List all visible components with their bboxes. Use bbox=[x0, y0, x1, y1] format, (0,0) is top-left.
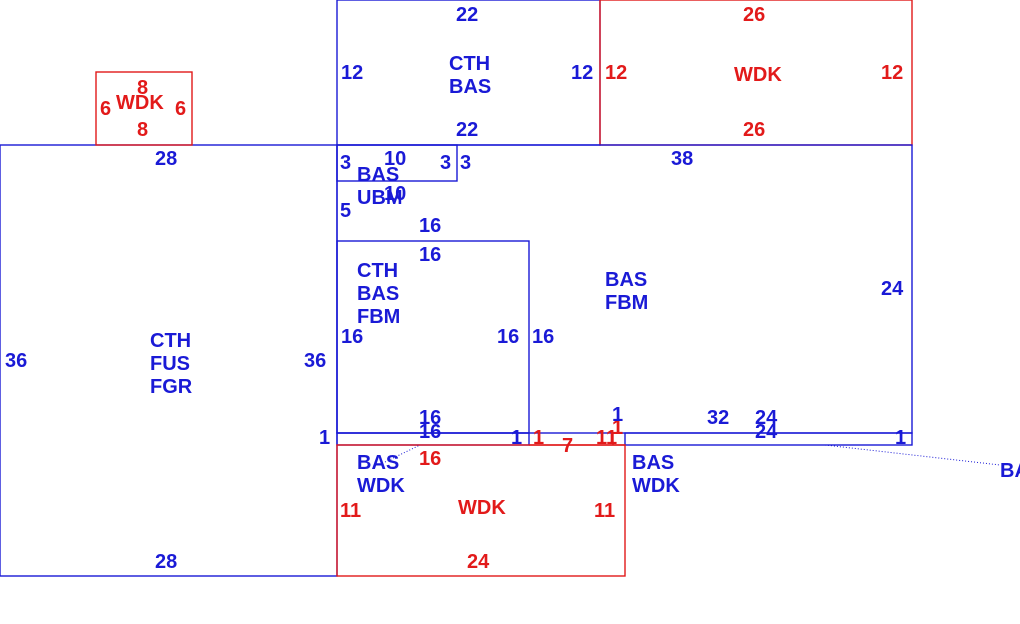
area-code-cth: CTH bbox=[449, 53, 490, 75]
dimension-label: 22 bbox=[456, 4, 478, 26]
dimension-label: 1 bbox=[612, 417, 623, 439]
offpage-leader bbox=[824, 444, 1001, 466]
dimension-label: 28 bbox=[155, 148, 177, 170]
dimension-label: 3 bbox=[440, 152, 451, 174]
dimension-label: 11 bbox=[340, 500, 361, 522]
area-code-bas: BAS bbox=[357, 452, 399, 474]
dimension-label: 7 bbox=[562, 435, 573, 457]
dimension-label: 11 bbox=[596, 427, 617, 449]
dimension-label: 16 bbox=[419, 448, 441, 470]
area-code-bas: BAS bbox=[357, 283, 399, 305]
dimension-label: 24 bbox=[755, 407, 778, 429]
dimension-label: 12 bbox=[881, 62, 903, 84]
dimension-label: 8 bbox=[137, 119, 148, 141]
bas-wdk-right-outline bbox=[624, 432, 913, 446]
wdk-small-outline bbox=[95, 71, 193, 146]
dimension-label: 5 bbox=[340, 200, 351, 222]
dimension-label: 36 bbox=[304, 350, 326, 372]
area-code-bas: BAS bbox=[605, 269, 647, 291]
dimension-label: 12 bbox=[341, 62, 363, 84]
dimension-label: 8 bbox=[137, 77, 148, 99]
dimension-label: 16 bbox=[341, 326, 363, 348]
dimension-label: 3 bbox=[460, 152, 471, 174]
dimension-label: 16 bbox=[419, 421, 441, 443]
dimension-label: 10 bbox=[384, 148, 406, 170]
dimension-label: 12 bbox=[605, 62, 627, 84]
dimension-label: 10 bbox=[384, 183, 406, 205]
dimension-label: 3 bbox=[340, 152, 351, 174]
area-code-fgr: FGR bbox=[150, 376, 193, 398]
dimension-label: 36 bbox=[5, 350, 27, 372]
dimension-label: 16 bbox=[497, 326, 519, 348]
area-code-cth: CTH bbox=[357, 260, 398, 282]
dimension-label: 1 bbox=[533, 427, 544, 449]
dimension-label: 6 bbox=[175, 98, 186, 120]
dimension-label: 1 bbox=[895, 427, 906, 449]
dimension-label: 16 bbox=[532, 326, 554, 348]
wdk-bottom-outline bbox=[336, 444, 626, 577]
area-code-fbm: FBM bbox=[357, 306, 400, 328]
dimension-label: 16 bbox=[419, 215, 441, 237]
dimension-label: 24 bbox=[467, 551, 490, 573]
dimension-label: 26 bbox=[743, 4, 765, 26]
dimension-label: 1 bbox=[511, 427, 522, 449]
area-code-wdk: WDK bbox=[116, 92, 164, 114]
area-code-bas: BAS bbox=[449, 76, 491, 98]
dimension-label: 12 bbox=[571, 62, 593, 84]
area-code-wdk: WDK bbox=[357, 475, 405, 497]
area-code-bas: BAS bbox=[357, 164, 399, 186]
dimension-label: 16 bbox=[419, 407, 441, 429]
area-code-fus: FUS bbox=[150, 353, 190, 375]
area-code-fbm: FBM bbox=[605, 292, 648, 314]
dimension-label: 1 bbox=[612, 404, 623, 426]
dimension-label: 26 bbox=[743, 119, 765, 141]
dimension-label: 32 bbox=[707, 407, 729, 429]
dimension-label: 38 bbox=[671, 148, 693, 170]
dimension-label: 24 bbox=[881, 278, 904, 300]
dimension-label: 22 bbox=[456, 119, 478, 141]
dimension-label: 16 bbox=[419, 244, 441, 266]
bas-ubm-outline bbox=[336, 144, 458, 182]
area-code-wdk: WDK bbox=[632, 475, 680, 497]
offpage-label: BA bbox=[1000, 460, 1020, 482]
dimension-label: 24 bbox=[755, 421, 778, 443]
area-code-wdk: WDK bbox=[734, 64, 782, 86]
area-code-wdk: WDK bbox=[458, 497, 506, 519]
dimension-label: 11 bbox=[594, 500, 615, 522]
area-code-cth: CTH bbox=[150, 330, 191, 352]
bas-wdk-strip-leader bbox=[384, 444, 421, 463]
area-code-ubm: UBM bbox=[357, 187, 403, 209]
dimension-label: 1 bbox=[319, 427, 330, 449]
dimension-label: 6 bbox=[100, 98, 111, 120]
area-code-bas: BAS bbox=[632, 452, 674, 474]
dimension-label: 28 bbox=[155, 551, 177, 573]
